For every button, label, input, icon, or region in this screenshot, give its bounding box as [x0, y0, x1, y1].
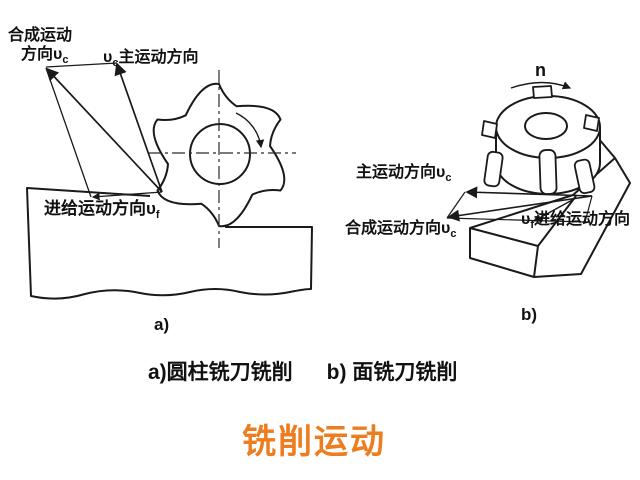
right-feed-vector: [532, 198, 575, 222]
left-main-motion-vector: [114, 62, 163, 193]
figure-caption: a)圆柱铣刀铣削 b) 面铣刀铣削: [148, 356, 457, 386]
spindle-speed-label: n: [535, 60, 546, 80]
face-milling-drawing: [446, 81, 631, 278]
figure-label-b: b): [521, 305, 538, 324]
caption-a: a)圆柱铣刀铣削: [148, 361, 293, 384]
right-main-motion-label: 主运动方向υc: [356, 164, 452, 184]
left-resultant-direction-label: 合成运动 方向υc: [8, 27, 73, 66]
left-feed-vector: [91, 191, 163, 201]
left-workpiece-outline: [26, 187, 313, 300]
right-main-motion-vector: [465, 186, 593, 199]
page-title: 铣削运动: [242, 423, 386, 461]
rotation-direction-arrow: [235, 112, 265, 149]
right-resultant-direction-label: 合成运动方向υc: [345, 220, 457, 240]
bottom-insert-teeth: [483, 149, 596, 195]
spindle-rotation-arrow: [510, 81, 572, 90]
right-feed-motion-label: υf进给运动方向: [521, 211, 630, 231]
right-resultant-vector: [447, 195, 593, 222]
rim-insert-teeth: [481, 85, 600, 139]
caption-b: b) 面铣刀铣削: [326, 361, 458, 384]
figure-label-a: a): [154, 315, 170, 334]
left-feed-motion-label: 进给运动方向υf: [44, 199, 160, 221]
centerlines: [148, 70, 296, 248]
left-velocity-parallelogram: [45, 62, 163, 201]
face-mill-bore: [524, 112, 568, 140]
left-resultant-vector: [45, 67, 163, 193]
cylindrical-milling-drawing: [26, 62, 313, 300]
cutter-bore: [189, 123, 251, 185]
left-main-motion-label: υc主运动方向: [103, 49, 199, 69]
face-mill-cutter: [481, 85, 601, 195]
